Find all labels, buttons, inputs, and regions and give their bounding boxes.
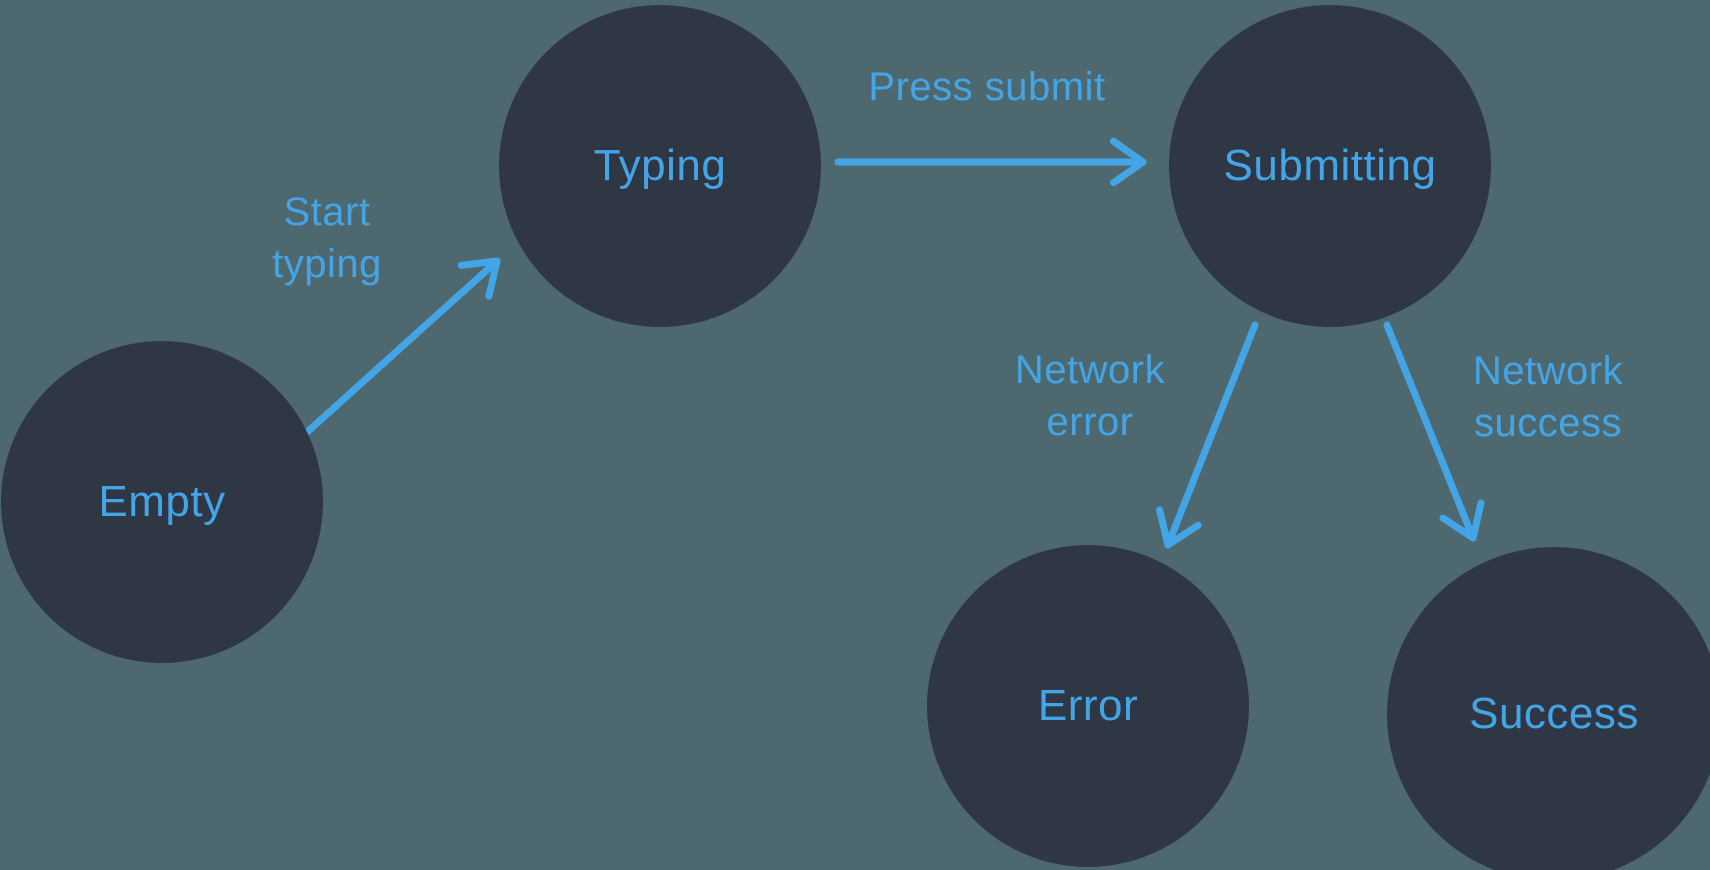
state-node-error: Error bbox=[927, 545, 1249, 867]
state-label-empty: Empty bbox=[98, 477, 226, 526]
transition-label-start-typing-line1: Start bbox=[283, 190, 371, 234]
state-label-typing: Typing bbox=[593, 141, 727, 190]
arrow-submitting-to-success bbox=[1383, 321, 1485, 542]
transition-label-network-error-line2: error bbox=[1046, 400, 1134, 444]
arrow-empty-to-typing-shaft bbox=[301, 257, 501, 438]
transition-label-network-success-line2: success bbox=[1473, 401, 1622, 445]
state-node-success: Success bbox=[1387, 547, 1710, 870]
state-label-error: Error bbox=[1037, 681, 1139, 730]
transition-label-press-submit: Press submit bbox=[868, 61, 1105, 113]
state-node-submitting: Submitting bbox=[1169, 5, 1491, 327]
arrow-typing-to-submitting-head bbox=[1110, 137, 1147, 187]
arrow-submitting-to-error-shaft bbox=[1164, 321, 1259, 549]
arrow-empty-to-typing-head bbox=[457, 257, 501, 300]
transition-label-network-success: Network success bbox=[1473, 345, 1623, 449]
arrow-typing-to-submitting bbox=[834, 137, 1147, 187]
arrow-submitting-to-success-shaft bbox=[1383, 321, 1477, 542]
arrow-submitting-to-success-head bbox=[1439, 499, 1485, 542]
transition-label-network-success-line1: Network bbox=[1472, 349, 1624, 393]
transition-label-start-typing: Start typing bbox=[272, 186, 382, 290]
state-label-success: Success bbox=[1469, 689, 1639, 738]
transition-label-press-submit-line1: Press submit bbox=[868, 65, 1106, 109]
state-label-submitting: Submitting bbox=[1223, 141, 1437, 190]
transition-label-start-typing-line2: typing bbox=[272, 242, 382, 286]
state-node-empty: Empty bbox=[1, 341, 323, 663]
arrow-submitting-to-error bbox=[1156, 321, 1259, 549]
transition-label-network-error-line1: Network bbox=[1014, 348, 1166, 392]
arrow-empty-to-typing bbox=[301, 257, 501, 438]
arrow-submitting-to-error-head bbox=[1156, 506, 1202, 549]
transition-label-network-error: Network error bbox=[1015, 344, 1165, 448]
state-node-typing: Typing bbox=[499, 5, 821, 327]
